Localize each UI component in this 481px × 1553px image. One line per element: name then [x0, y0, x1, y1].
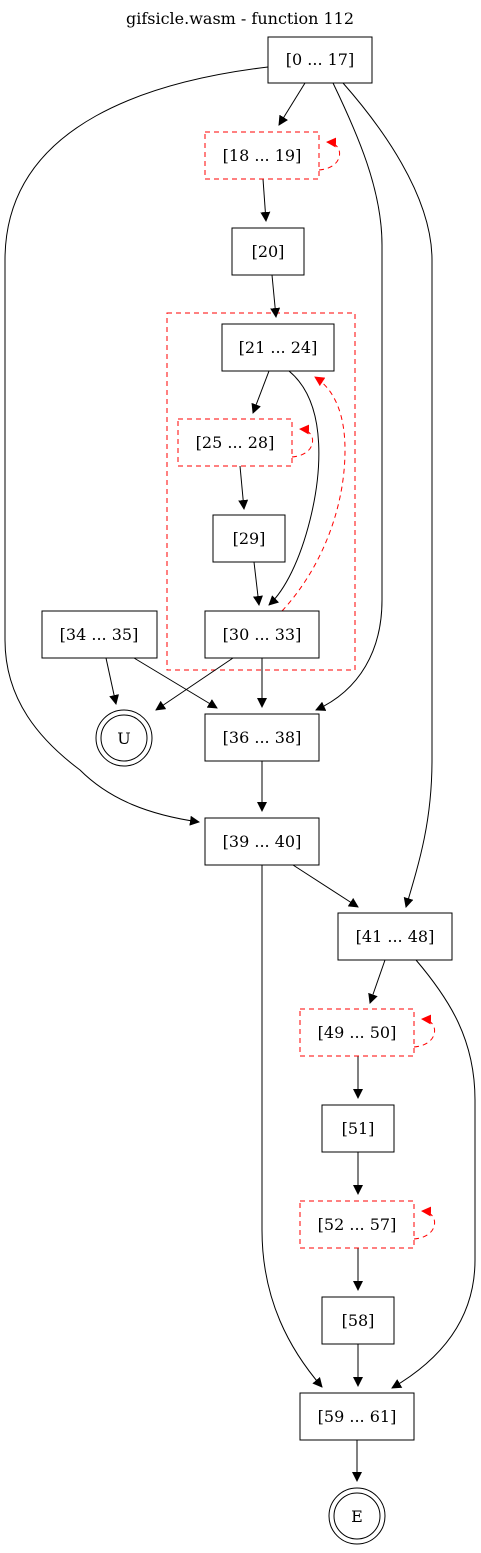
cfg-node-label: [59 ... 61] — [318, 1407, 397, 1426]
cfg-back-edge — [413, 1014, 436, 1048]
cfg-edge — [342, 82, 433, 908]
cfg-edge — [105, 657, 119, 705]
cfg-edge — [278, 82, 306, 126]
cfg-node-label: U — [117, 729, 130, 748]
cfg-node-label: [21 ... 24] — [239, 338, 318, 357]
cfg-node-label: [18 ... 19] — [223, 146, 302, 165]
cfg-node-label: [51] — [342, 1119, 375, 1138]
cfg-node-loop-header: [25 ... 28] — [177, 418, 293, 467]
cfg-back-edge — [318, 137, 341, 171]
cfg-edge — [155, 657, 234, 711]
cfg-node: [0 ... 17] — [267, 36, 373, 84]
cfg-node-label: [39 ... 40] — [223, 832, 302, 851]
cfg-node-label: [29] — [233, 529, 266, 548]
cfg-node-loop-header: [18 ... 19] — [204, 131, 320, 180]
cfg-node: [58] — [321, 1296, 395, 1345]
loop-cluster — [166, 312, 356, 671]
cfg-terminal-unreachable: U — [95, 709, 153, 767]
cfg-node-label: [49 ... 50] — [318, 1023, 397, 1042]
cfg-node-loop-header: [49 ... 50] — [299, 1008, 415, 1057]
cfg-node-label: [20] — [252, 242, 285, 261]
cfg-node: [36 ... 38] — [204, 713, 320, 762]
cfg-node: [29] — [212, 514, 286, 563]
cfg-edge — [133, 657, 218, 709]
cfg-node-label: [25 ... 28] — [196, 433, 275, 452]
cfg-node-label: [52 ... 57] — [318, 1215, 397, 1234]
cfg-node-label: [41 ... 48] — [356, 927, 435, 946]
cfg-node: [59 ... 61] — [299, 1392, 415, 1441]
cfg-node-label: [0 ... 17] — [286, 50, 354, 69]
graph-title: gifsicle.wasm - function 112 — [126, 9, 354, 28]
cfg-edge — [391, 959, 476, 1389]
cfg-node-label: [58] — [342, 1311, 375, 1330]
cfg-back-edge — [291, 424, 314, 458]
cfg-edge — [260, 178, 271, 222]
cfg-node: [21 ... 24] — [221, 323, 335, 372]
cfg-edge — [268, 370, 320, 606]
cfg-back-edge — [413, 1206, 436, 1240]
cfg-edge — [368, 959, 386, 1004]
cfg-node: [30 ... 33] — [204, 610, 320, 659]
cfg-edge — [251, 370, 270, 414]
cfg-terminal-exit: E — [328, 1487, 386, 1545]
cfg-node: [39 ... 40] — [204, 817, 320, 866]
cfg-node-loop-header: [52 ... 57] — [299, 1200, 415, 1249]
edges-layer — [4, 66, 476, 1482]
cfg-node-label: [34 ... 35] — [60, 625, 139, 644]
cfg-edge — [252, 561, 263, 606]
cfg-edge — [292, 864, 359, 908]
cfg-node-label: [30 ... 33] — [223, 625, 302, 644]
cfg-edge — [261, 865, 323, 1388]
cfg-node-label: [36 ... 38] — [223, 728, 302, 747]
cfg-edge — [238, 465, 249, 510]
cfg-node-label: E — [351, 1507, 363, 1526]
cfg-node: [34 ... 35] — [41, 610, 158, 659]
cfg-node: [41 ... 48] — [337, 912, 453, 961]
cfg-back-edge — [281, 376, 346, 612]
cfg-node: [51] — [321, 1104, 395, 1153]
cfg-edge — [270, 274, 281, 318]
cfg-node: [20] — [231, 227, 305, 276]
cfg-edge — [4, 66, 269, 826]
cfg-edge — [315, 82, 383, 711]
